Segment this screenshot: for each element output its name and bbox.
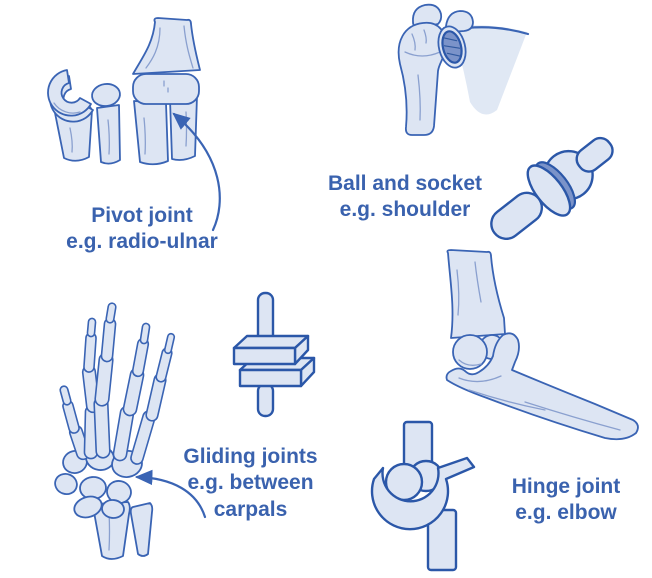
gliding-joints-label: Gliding joints e.g. between carpals xyxy=(168,444,333,523)
trochlea xyxy=(452,334,488,370)
gliding-blocks-model xyxy=(232,291,316,418)
hand-bone-segment xyxy=(133,339,148,376)
annular-band xyxy=(132,73,200,105)
hand-bone-segment xyxy=(61,387,70,404)
label-line: e.g. elbow xyxy=(515,501,617,525)
pivot-joint-illustration xyxy=(47,17,221,232)
hand-bone-segment xyxy=(95,398,109,457)
hand-bone-segment xyxy=(102,319,115,361)
lower-right-bone xyxy=(169,95,198,161)
hand-bone-segment xyxy=(165,334,174,353)
upper-bone xyxy=(132,17,201,75)
hand-bone-segment xyxy=(114,407,133,460)
hand-bone-segment xyxy=(131,411,155,464)
hand-bone-segment xyxy=(107,304,115,322)
ball-and-socket-model xyxy=(490,136,614,240)
hand-bone-segment xyxy=(84,333,96,372)
label-line: Gliding joints xyxy=(183,445,318,468)
label-line: Hinge joint xyxy=(511,475,621,498)
glenoid-socket xyxy=(437,25,467,69)
top-block xyxy=(232,334,310,366)
radius-ulna-separated xyxy=(47,69,121,165)
hand-bone-segment xyxy=(70,426,89,459)
radio-ulnar-articulated xyxy=(132,17,201,166)
label-line: e.g. shoulder xyxy=(339,198,471,222)
hand-bones xyxy=(59,302,176,465)
humerus xyxy=(397,21,447,136)
hand-bone-segment xyxy=(63,401,79,433)
scapula-blade xyxy=(455,25,527,115)
shoulder-joint-illustration xyxy=(397,3,530,136)
hand-bone-segment xyxy=(147,375,165,420)
hand-skeleton-illustration xyxy=(54,302,207,560)
hinge-model xyxy=(370,420,476,572)
radius-head xyxy=(91,83,121,107)
hand-bone-segment xyxy=(157,349,171,381)
hinge-joint-label: Hinge joint e.g. elbow xyxy=(487,474,645,527)
ulna-bone xyxy=(129,502,154,557)
elbow-joint-illustration xyxy=(445,249,639,441)
ulna-with-notch xyxy=(445,332,639,441)
label-line: e.g. between xyxy=(187,471,314,495)
lower-left-bone xyxy=(133,100,169,166)
gliding-leader-arrow xyxy=(134,469,207,519)
ulna-radial-notch xyxy=(47,69,92,117)
label-line: Ball and socket xyxy=(327,172,483,195)
bottom-rod xyxy=(256,382,275,418)
hand-bone-segment xyxy=(85,406,98,458)
main-shaft xyxy=(490,191,544,240)
humerus-shaft xyxy=(446,249,506,339)
ball-socket-label: Ball and socket e.g. shoulder xyxy=(312,171,498,224)
hand-bone-segment xyxy=(96,354,112,405)
hand-bone-segment xyxy=(83,366,99,412)
label-line: e.g. radio-ulnar xyxy=(66,230,218,254)
label-line: Pivot joint xyxy=(91,204,193,227)
hand-bone-segment xyxy=(124,369,143,415)
pivot-joint-label: Pivot joint e.g. radio-ulnar xyxy=(28,203,256,256)
hand-bone-segment xyxy=(88,319,95,336)
hinge-trough xyxy=(370,456,476,531)
hand-bone-segment xyxy=(141,324,149,343)
label-line: carpals xyxy=(213,497,288,521)
pivot-leader-arrow xyxy=(172,112,221,232)
stub-shaft xyxy=(575,136,614,173)
